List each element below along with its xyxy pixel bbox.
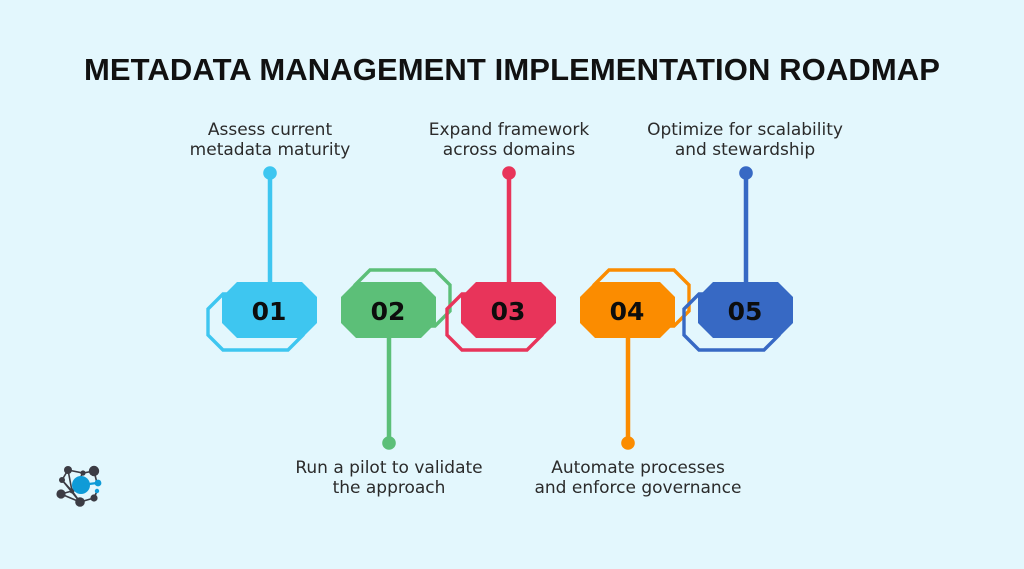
roadmap-step-05[interactable] <box>682 166 793 352</box>
network-nodes-logo <box>56 465 102 507</box>
step-label-03-line1: Expand framework <box>428 120 590 140</box>
connector-dot-05 <box>739 166 753 180</box>
connector-dot-02 <box>382 436 396 450</box>
step-label-03: Expand framework across domains <box>379 120 639 160</box>
step-label-04-line1: Automate processes <box>551 458 725 478</box>
roadmap-step-04[interactable] <box>580 268 691 450</box>
step-label-03-line2: across domains <box>442 140 576 161</box>
step-label-02-line1: Run a pilot to validate <box>295 458 483 478</box>
badge-shape-02[interactable] <box>341 282 436 338</box>
step-label-04: Automate processes and enforce governanc… <box>508 458 768 498</box>
roadmap-step-03[interactable] <box>445 166 556 352</box>
step-label-05-line1: Optimize for scalability <box>647 120 843 140</box>
step-label-01-line2: metadata maturity <box>189 140 351 161</box>
badge-shape-03[interactable] <box>461 282 556 338</box>
badge-shape-04[interactable] <box>580 282 675 338</box>
connector-dot-01 <box>263 166 277 180</box>
step-label-04-line2: and enforce governance <box>534 478 742 499</box>
page-title: METADATA MANAGEMENT IMPLEMENTATION ROADM… <box>83 52 941 87</box>
roadmap-step-02[interactable] <box>341 268 452 450</box>
step-label-02: Run a pilot to validate the approach <box>259 458 519 498</box>
step-label-01-line1: Assess current <box>207 120 333 140</box>
step-label-05: Optimize for scalability and stewardship <box>615 120 875 160</box>
connector-dot-04 <box>621 436 635 450</box>
badge-shape-01[interactable] <box>222 282 317 338</box>
step-label-01: Assess current metadata maturity <box>140 120 400 160</box>
connector-dot-03 <box>502 166 516 180</box>
step-label-05-line2: and stewardship <box>674 140 816 161</box>
roadmap-step-01[interactable] <box>206 166 317 352</box>
step-label-02-line2: the approach <box>332 478 446 499</box>
badge-shape-05[interactable] <box>698 282 793 338</box>
